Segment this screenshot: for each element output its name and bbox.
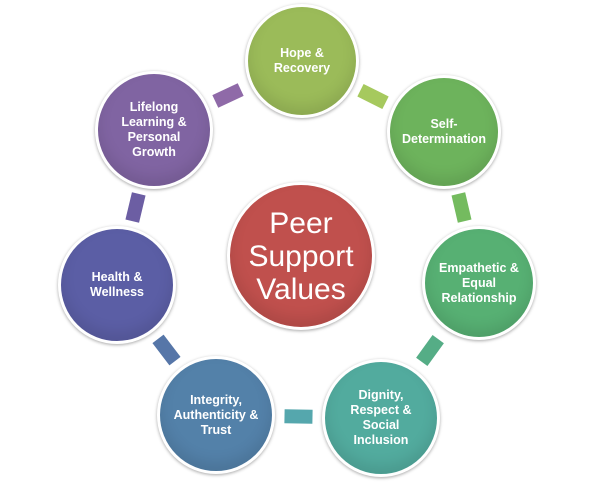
connector-empathetic-dignity [416, 335, 444, 366]
connector-health-lifelong [125, 192, 146, 223]
center-circle-peer-support-values: Peer Support Values [227, 182, 375, 330]
connector-lifelong-hope [212, 83, 244, 108]
circle-label-empathetic-equal-relationship: Empathetic & Equal Relationship [439, 260, 519, 305]
circle-label-lifelong-learning-personal-growth: Lifelong Learning & Personal Growth [121, 100, 187, 159]
connector-dignity-integrity [284, 409, 313, 424]
circle-hope-recovery: Hope & Recovery [245, 4, 359, 118]
circle-label-self-determination: Self- Determination [401, 117, 487, 146]
circle-label-health-wellness: Health & Wellness [90, 270, 144, 299]
circle-integrity-authenticity-trust: Integrity, Authenticity & Trust [157, 356, 275, 474]
center-label: Peer Support Values [248, 206, 354, 306]
connector-integrity-health [152, 334, 181, 366]
circle-label-dignity-respect-social-inclusion: Dignity, Respect & Social Inclusion [350, 388, 412, 447]
connector-hope-selfdetermination [357, 83, 389, 110]
circle-dignity-respect-social-inclusion: Dignity, Respect & Social Inclusion [322, 359, 440, 477]
circle-lifelong-learning-personal-growth: Lifelong Learning & Personal Growth [95, 71, 213, 189]
circle-label-hope-recovery: Hope & Recovery [273, 46, 331, 75]
circle-health-wellness: Health & Wellness [58, 226, 176, 344]
circle-empathetic-equal-relationship: Empathetic & Equal Relationship [422, 226, 536, 340]
circle-self-determination: Self- Determination [387, 75, 501, 189]
connector-selfdetermination-empathetic [451, 192, 472, 223]
circle-label-integrity-authenticity-trust: Integrity, Authenticity & Trust [173, 392, 259, 437]
